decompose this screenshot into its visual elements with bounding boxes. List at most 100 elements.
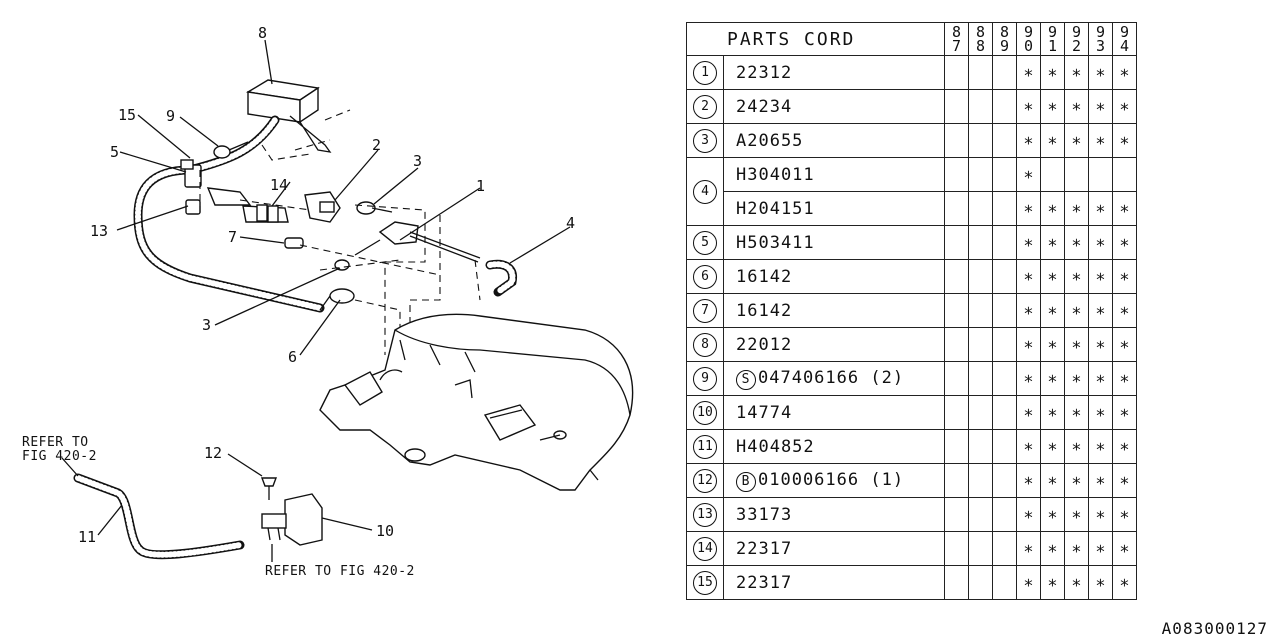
applicable-mark: ∗ (1095, 538, 1106, 559)
applicable-mark: ∗ (1119, 266, 1130, 287)
clamp-part-13 (185, 199, 201, 215)
year-applicability-cell (992, 191, 1017, 226)
applicable-mark: ∗ (1119, 572, 1130, 593)
applicable-mark: ∗ (1071, 300, 1082, 321)
callout-14: 14 (270, 176, 288, 194)
year-applicability-cell: ∗ (1088, 361, 1113, 396)
applicable-mark: ∗ (1095, 62, 1106, 83)
applicable-mark: ∗ (1047, 96, 1058, 117)
applicable-mark: ∗ (1047, 368, 1058, 389)
year-applicability-cell: ∗ (1064, 55, 1089, 90)
year-applicability-cell: ∗ (1064, 531, 1089, 566)
part-code-cell: H503411 (723, 225, 945, 260)
year-applicability-cell: ∗ (1088, 463, 1113, 498)
year-applicability-cell: ∗ (1088, 429, 1113, 464)
applicable-mark: ∗ (1119, 62, 1130, 83)
hose-part-5 (133, 115, 325, 313)
year-applicability-cell: ∗ (1064, 259, 1089, 294)
year-applicability-cell: ∗ (1112, 123, 1137, 158)
year-applicability-cell (992, 565, 1017, 600)
applicable-mark: ∗ (1071, 334, 1082, 355)
applicable-mark: ∗ (1047, 436, 1058, 457)
year-applicability-cell (944, 55, 969, 90)
year-applicability-cell (944, 531, 969, 566)
year-applicability-cell (968, 531, 993, 566)
part-code: 24234 (736, 96, 793, 117)
applicable-mark: ∗ (1071, 62, 1082, 83)
applicable-mark: ∗ (1071, 504, 1082, 525)
year-applicability-cell: ∗ (1112, 361, 1137, 396)
part-code: 16142 (736, 266, 793, 287)
applicable-mark: ∗ (1119, 232, 1130, 253)
applicable-mark: ∗ (1095, 334, 1106, 355)
year-applicability-cell (992, 293, 1017, 328)
year-applicability-cell: ∗ (1040, 225, 1065, 260)
refer-note-upper-line2: FIG 420-2 (22, 449, 97, 464)
pipe-part-1 (354, 221, 481, 263)
code-prefix-badge: B (736, 471, 756, 492)
year-applicability-cell: ∗ (1040, 429, 1065, 464)
year-applicability-cell (968, 565, 993, 600)
year-applicability-cell (968, 497, 993, 532)
applicable-mark: ∗ (1023, 62, 1034, 83)
year-applicability-cell: ∗ (1088, 565, 1113, 600)
hose-part-11 (73, 473, 245, 560)
callout-1: 1 (476, 177, 485, 195)
part-code-cell: 33173 (723, 497, 945, 532)
year-applicability-cell: ∗ (1088, 531, 1113, 566)
part-code: H304011 (736, 164, 815, 185)
callout-6: 6 (288, 348, 297, 366)
circled-part-number: 5 (693, 230, 717, 255)
circled-part-number: 12 (693, 468, 717, 493)
part-code-cell: 22012 (723, 327, 945, 362)
year-applicability-cell: ∗ (1040, 531, 1065, 566)
year-applicability-cell (992, 157, 1017, 192)
year-applicability-cell (968, 89, 993, 124)
callout-11: 11 (78, 528, 96, 546)
applicable-mark: ∗ (1047, 334, 1058, 355)
applicable-mark: ∗ (1047, 402, 1058, 423)
year-applicability-cell (968, 395, 993, 430)
applicable-mark: ∗ (1023, 436, 1034, 457)
year-applicability-cell: ∗ (1112, 395, 1137, 430)
year-applicability-cell: ∗ (1040, 55, 1065, 90)
bracket-part-2 (304, 191, 341, 223)
part-code-cell: 14774 (723, 395, 945, 430)
year-applicability-cell: ∗ (1016, 157, 1041, 192)
year-applicability-cell (992, 463, 1017, 498)
callout-12: 12 (204, 444, 222, 462)
year-applicability-cell: ∗ (1040, 259, 1065, 294)
year-applicability-cell: ∗ (1016, 89, 1041, 124)
year-applicability-cell: ∗ (1064, 225, 1089, 260)
year-applicability-cell: ∗ (1064, 293, 1089, 328)
part-code: H204151 (736, 198, 815, 219)
valve-part-10 (261, 493, 323, 546)
circled-part-number: 3 (693, 128, 717, 153)
callout-13: 13 (90, 222, 108, 240)
applicable-mark: ∗ (1095, 504, 1106, 525)
leader-lines (61, 39, 571, 562)
callout-7: 7 (228, 228, 237, 246)
year-applicability-cell (944, 123, 969, 158)
part-code: 14774 (736, 402, 793, 423)
year-applicability-cell (968, 225, 993, 260)
year-applicability-cell (944, 225, 969, 260)
part-code: 22312 (736, 62, 793, 83)
year-applicability-cell: ∗ (1040, 395, 1065, 430)
year-applicability-cell: ∗ (1016, 395, 1041, 430)
document-id: A083000127 (1161, 619, 1268, 638)
callout-9: 9 (166, 107, 175, 125)
year-applicability-cell: ∗ (1088, 123, 1113, 158)
year-applicability-cell (968, 55, 993, 90)
year-applicability-cell: ∗ (1016, 497, 1041, 532)
year-applicability-cell: ∗ (1016, 123, 1041, 158)
year-applicability-cell: ∗ (1088, 191, 1113, 226)
part-code: 16142 (736, 300, 793, 321)
applicable-mark: ∗ (1047, 130, 1058, 151)
applicable-mark: ∗ (1047, 470, 1058, 491)
applicable-mark: ∗ (1071, 96, 1082, 117)
